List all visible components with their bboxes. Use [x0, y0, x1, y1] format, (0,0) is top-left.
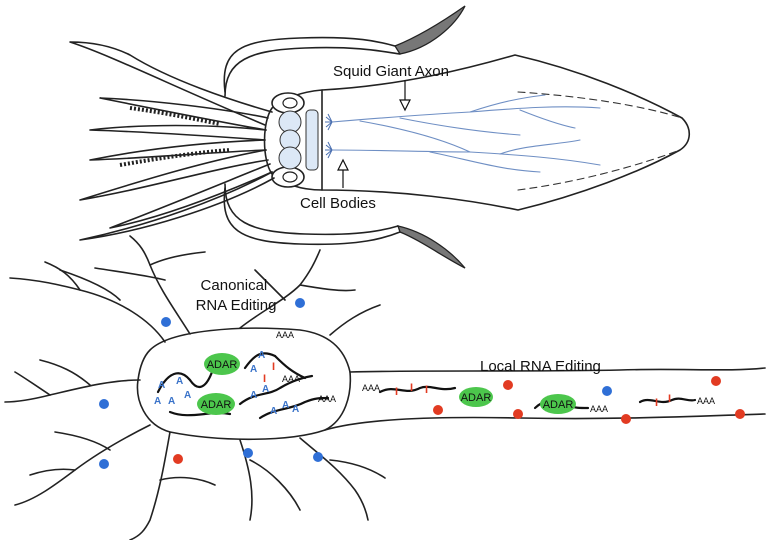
squid-pointer-arrows [337, 80, 411, 188]
svg-text:A: A [154, 396, 161, 407]
cell-body-clusters [325, 113, 333, 159]
svg-text:A: A [258, 350, 265, 361]
svg-text:I: I [425, 384, 428, 396]
label-cell-bodies: Cell Bodies [300, 195, 376, 212]
membrane-dots-red [173, 376, 745, 464]
adenosine-marks: A A A A A A A A A A A A [154, 350, 299, 417]
svg-text:A: A [282, 400, 289, 411]
svg-text:AAA: AAA [590, 404, 608, 414]
label-canonical-rna-editing: Canonical RNA Editing [196, 277, 277, 314]
inosine-marks: I I I I I I I [263, 361, 671, 409]
svg-text:AAA: AAA [318, 394, 336, 404]
svg-text:ADAR: ADAR [207, 359, 238, 371]
membrane-dots-blue [99, 298, 612, 469]
adar-enzyme-4: ADAR [540, 394, 576, 414]
svg-text:A: A [176, 376, 183, 387]
svg-text:I: I [655, 397, 658, 409]
svg-text:I: I [395, 386, 398, 398]
adar-enzyme-3: ADAR [459, 387, 493, 407]
svg-text:A: A [184, 390, 191, 401]
adar-enzyme-2: ADAR [197, 393, 235, 415]
svg-text:A: A [292, 404, 299, 415]
giant-axon-nerves [331, 94, 601, 173]
squid-illustration [69, 5, 691, 269]
squid-arms [69, 36, 401, 246]
svg-text:ADAR: ADAR [201, 399, 232, 411]
svg-text:ADAR: ADAR [543, 399, 574, 411]
svg-text:AAA: AAA [362, 383, 380, 393]
squid-brain [278, 109, 319, 171]
squid-eye-bottom [271, 166, 305, 188]
tentacle-clubs [394, 5, 466, 269]
svg-text:ADAR: ADAR [461, 392, 492, 404]
neuron-soma [136, 327, 352, 441]
svg-text:I: I [272, 361, 275, 373]
svg-text:AAA: AAA [282, 374, 300, 384]
neuron-axon [349, 367, 766, 373]
svg-text:A: A [270, 406, 277, 417]
svg-text:I: I [410, 382, 413, 394]
neuron-dendrites [4, 235, 386, 540]
squid-mantle [321, 54, 691, 211]
polya-tails: AAA AAA AAA AAA AAA AAA [276, 330, 715, 414]
squid-fin-line [517, 91, 683, 191]
soma-rna-strands [156, 352, 330, 420]
svg-text:I: I [668, 393, 671, 405]
svg-text:I: I [263, 373, 266, 385]
svg-text:A: A [250, 390, 257, 401]
neuron-illustration [4, 235, 766, 540]
svg-text:A: A [262, 384, 269, 395]
label-squid-giant-axon: Squid Giant Axon [333, 63, 449, 80]
svg-text:AAA: AAA [276, 330, 294, 340]
svg-text:A: A [250, 364, 257, 375]
adar-enzyme-1: ADAR [204, 353, 240, 375]
label-local-rna-editing: Local RNA Editing [480, 358, 601, 375]
svg-text:A: A [158, 380, 165, 391]
squid-eye-top [271, 92, 305, 114]
svg-text:A: A [168, 396, 175, 407]
svg-text:AAA: AAA [697, 396, 715, 406]
